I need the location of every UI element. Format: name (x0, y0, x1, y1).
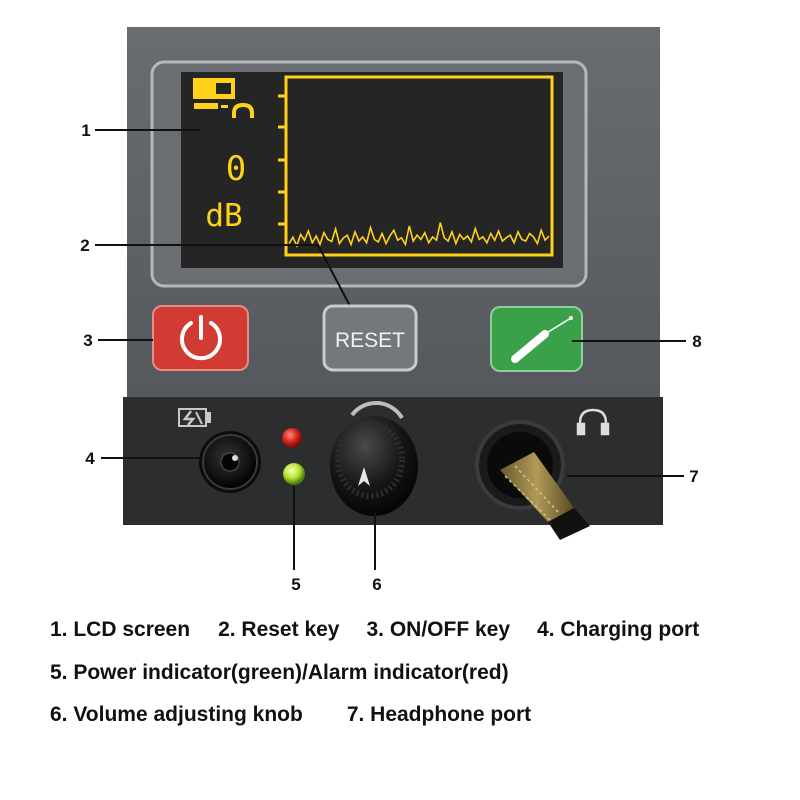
lcd-level-value: 0 (226, 149, 246, 189)
legend-item-lcd-screen: 1. LCD screen (50, 618, 191, 641)
legend-item-charging-port: 4. Charging port (537, 618, 700, 641)
legend-line-1: 1. LCD screen 2. Reset key 3. ON/OFF key 4.… (50, 618, 699, 642)
lcd-waveform (288, 222, 550, 248)
reset-button-label: RESET (335, 329, 405, 352)
power-icon (180, 315, 222, 361)
power-indicator-led (283, 463, 305, 485)
callout-7: 7 (689, 467, 698, 486)
power-button[interactable] (152, 305, 249, 371)
battery-icon (193, 78, 235, 99)
charging-port[interactable] (199, 431, 261, 493)
headphone-plug (500, 452, 590, 540)
lcd-plot-frame (284, 75, 554, 257)
callout-5: 5 (291, 575, 300, 594)
legend-item-on-off-key: 3. ON/OFF key (366, 618, 511, 641)
headphone-icon (576, 408, 610, 436)
legend-item-reset-key: 2. Reset key (218, 618, 340, 641)
callout-8: 8 (692, 332, 701, 351)
legend-line-3: 6. Volume adjusting knob 7. Headphone por… (50, 703, 531, 727)
lcd-axis-ticks (278, 94, 286, 226)
callout-6: 6 (372, 575, 381, 594)
legend-item-volume-knob: 6. Volume adjusting knob (50, 703, 303, 726)
probe-icon (511, 316, 573, 363)
lcd-level-unit: dB (205, 198, 242, 234)
callout-2: 2 (80, 236, 89, 255)
legend-item-indicators: 5. Power indicator(green)/Alarm indicato… (50, 661, 509, 684)
callout-2-leader (95, 244, 351, 307)
alarm-indicator-led (282, 428, 302, 448)
legend-line-2: 5. Power indicator(green)/Alarm indicato… (50, 661, 509, 685)
lcd-headphone-icon (194, 103, 254, 118)
callout-4: 4 (85, 449, 95, 468)
probe-button[interactable] (490, 306, 583, 372)
reset-button[interactable]: RESET (322, 304, 418, 372)
headphone-port[interactable] (475, 420, 590, 540)
battery-charge-icon (178, 408, 211, 427)
volume-knob[interactable] (330, 400, 418, 516)
callout-1: 1 (81, 121, 90, 140)
legend-item-headphone-port: 7. Headphone port (346, 703, 532, 726)
callout-3: 3 (83, 331, 92, 350)
knob-arrow-icon (358, 467, 370, 486)
